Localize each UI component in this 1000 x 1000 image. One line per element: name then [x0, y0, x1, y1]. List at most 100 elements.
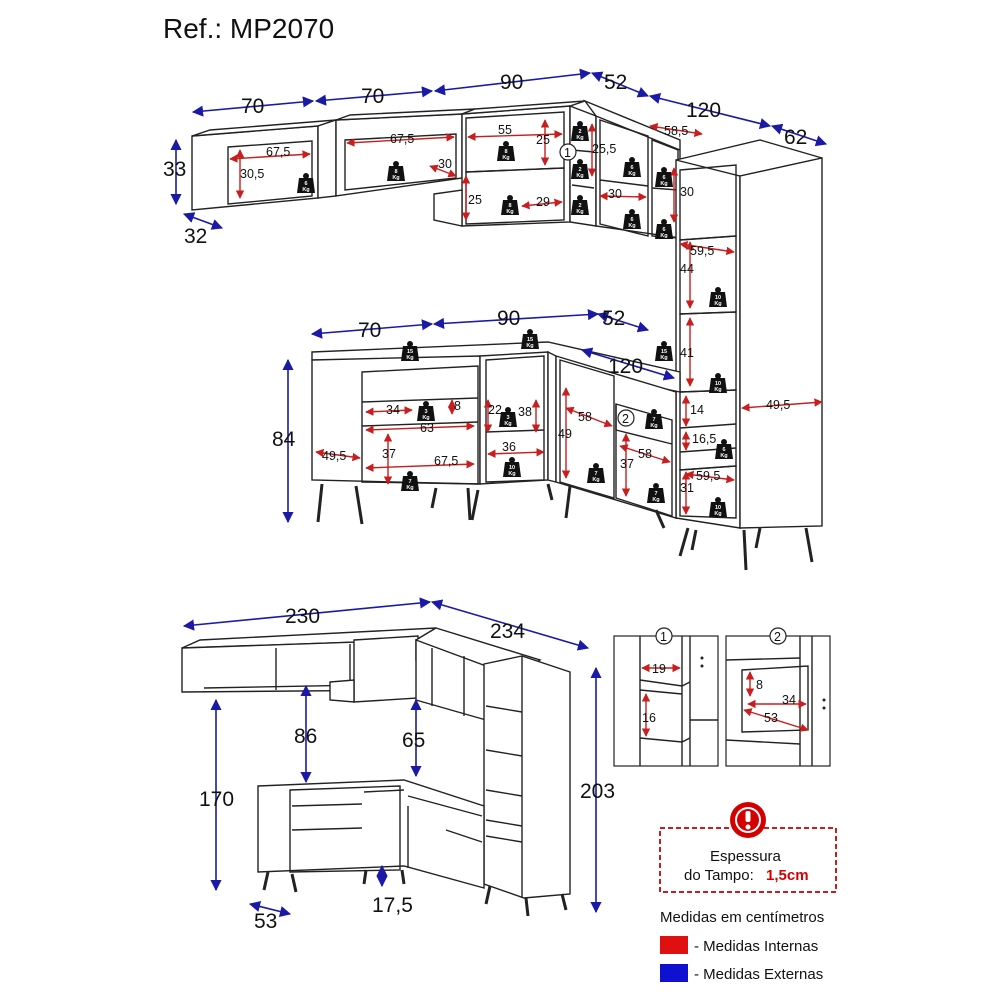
- detail-2-dim-34: 34: [782, 693, 796, 707]
- weight-value: 15: [527, 337, 533, 343]
- weight-icon: 6Kg: [623, 157, 641, 177]
- dim-int-58-b: 58: [638, 447, 652, 461]
- weight-value: 2: [578, 167, 581, 173]
- dim-lower-70: 70: [358, 319, 381, 342]
- warning-line2: do Tampo:: [684, 867, 754, 884]
- weight-value: 8: [508, 203, 511, 209]
- dim-int-8: 8: [454, 399, 461, 413]
- dim-int-14: 14: [690, 403, 704, 417]
- dim-lower-120: 120: [608, 355, 643, 378]
- weight-value: 10: [509, 465, 515, 471]
- dim-int-25-5: 25,5: [592, 142, 616, 156]
- detail-1-dim-19: 19: [652, 662, 666, 676]
- weight-value: 6: [722, 447, 725, 453]
- dim-120: 120: [686, 99, 721, 122]
- weight-icon: 8Kg: [501, 195, 519, 215]
- dim-234: 234: [490, 620, 525, 643]
- weight-value: 3: [506, 415, 509, 421]
- weight-icon: 2Kg: [571, 195, 589, 215]
- weight-value: 7: [654, 491, 657, 497]
- weight-unit: Kg: [720, 453, 727, 459]
- weight-value: 6: [304, 181, 307, 187]
- bottom-dimensions: 230 234 170 86 65 203 53 17,5: [182, 597, 615, 933]
- weight-unit: Kg: [504, 421, 511, 427]
- detail-2-marker: 2: [774, 630, 781, 644]
- weight-icon: 8Kg: [387, 161, 405, 181]
- weight-value: 2: [578, 203, 581, 209]
- warning-value: 1,5cm: [766, 867, 809, 884]
- dim-int-67-5-lower: 67,5: [434, 454, 458, 468]
- weight-unit: Kg: [652, 497, 659, 503]
- weight-icon: 7Kg: [401, 471, 419, 491]
- dim-int-30-5: 30,5: [240, 167, 264, 181]
- weight-value: 6: [630, 217, 633, 223]
- title: Ref.: MP2070: [163, 13, 334, 44]
- dim-70-a: 70: [241, 95, 264, 118]
- dim-int-30: 30: [438, 157, 452, 171]
- weight-value: 15: [661, 349, 667, 355]
- dim-int-63: 63: [420, 421, 434, 435]
- dim-int-58-5: 58,5: [664, 124, 688, 138]
- dim-int-49-5: 49,5: [766, 398, 790, 412]
- dim-86: 86: [294, 725, 317, 748]
- weight-value: 6: [630, 165, 633, 171]
- weight-unit: Kg: [526, 343, 533, 349]
- weight-unit: Kg: [660, 355, 667, 361]
- dim-lower-90: 90: [497, 307, 520, 330]
- weight-icon: 2Kg: [571, 121, 589, 141]
- dim-int-41: 41: [680, 346, 694, 360]
- dim-int-44: 44: [680, 262, 694, 276]
- internal-dimensions: 67,5 30,5 67,5 30 55 25 25 29 25,5 58,5 …: [229, 119, 823, 515]
- weight-unit: Kg: [628, 223, 635, 229]
- weight-value: 10: [715, 505, 721, 511]
- dim-int-16-5: 16,5: [692, 432, 716, 446]
- weight-unit: Kg: [660, 233, 667, 239]
- weight-unit: Kg: [406, 355, 413, 361]
- weight-value: 10: [715, 381, 721, 387]
- weight-unit: Kg: [422, 415, 429, 421]
- legend-title: Medidas em centímetros: [660, 909, 824, 926]
- dim-230: 230: [285, 605, 320, 628]
- marker-2: 2: [622, 412, 629, 426]
- weight-icon: 2Kg: [571, 159, 589, 179]
- legend: Medidas em centímetros - Medidas Interna…: [660, 909, 824, 983]
- weight-value: 2: [578, 129, 581, 135]
- weight-unit: Kg: [576, 209, 583, 215]
- dim-int-22: 22: [488, 403, 502, 417]
- weight-unit: Kg: [508, 471, 515, 477]
- weight-value: 8: [504, 149, 507, 155]
- dim-int-31: 31: [680, 481, 694, 495]
- weight-icon: 8Kg: [497, 141, 515, 161]
- dim-int-58-a: 58: [578, 410, 592, 424]
- weight-unit: Kg: [302, 187, 309, 193]
- dim-84: 84: [272, 428, 296, 451]
- weight-unit: Kg: [576, 173, 583, 179]
- detail-1-marker: 1: [660, 630, 667, 644]
- dim-int-34: 34: [386, 403, 400, 417]
- dim-int-38: 38: [518, 405, 532, 419]
- weight-icon: 3Kg: [417, 401, 435, 421]
- external-dimensions-top: 70 70 90 52 120 62 33 32 70 90 52 120 84: [163, 68, 828, 524]
- detail-1: 1 19 16: [613, 627, 719, 767]
- weight-unit: Kg: [714, 387, 721, 393]
- dim-lower-52: 52: [602, 307, 625, 330]
- dim-17-5: 17,5: [372, 894, 413, 917]
- upper-cabinets: [191, 99, 681, 239]
- dim-33: 33: [163, 158, 186, 181]
- dim-int-55: 55: [498, 123, 512, 137]
- weight-icon: 7Kg: [647, 483, 665, 503]
- weight-unit: Kg: [502, 155, 509, 161]
- dim-53: 53: [254, 910, 277, 933]
- weight-icon: 6Kg: [715, 439, 733, 459]
- dim-int-29: 29: [536, 195, 550, 209]
- dim-int-30-c: 30: [680, 185, 694, 199]
- dim-70-b: 70: [361, 85, 384, 108]
- dim-int-25-b: 25: [468, 193, 482, 207]
- weight-icon: 7Kg: [587, 463, 605, 483]
- detail-1-dim-16: 16: [642, 711, 656, 725]
- weight-unit: Kg: [406, 485, 413, 491]
